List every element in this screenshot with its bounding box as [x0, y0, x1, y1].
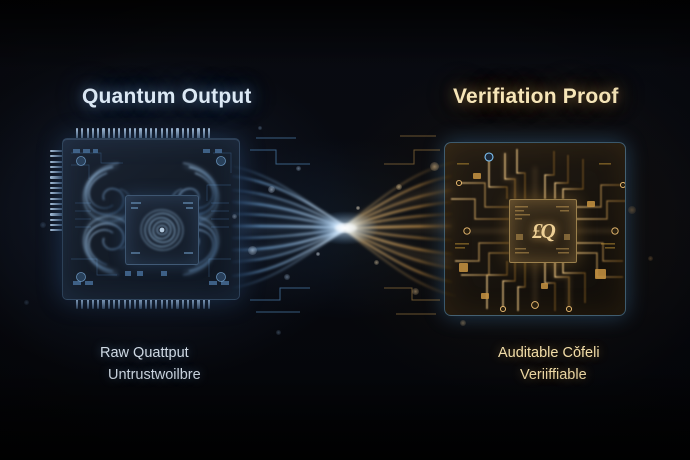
heading-quantum-output: Quantum Output [82, 85, 252, 108]
caption-left-line1: Raw Quattput [100, 345, 189, 361]
caption-right: Auditable Cǒfeli Veriiffiable [498, 342, 600, 386]
caption-right-line1: Auditable Cǒfeli [498, 345, 600, 361]
caption-right-line2: Veriiffiable [520, 367, 587, 383]
caption-left-line2: Untrustwoilbre [108, 367, 201, 383]
caption-left: Raw Quattput Untrustwoilbre [100, 342, 201, 386]
heading-verification-proof: Verifiation Proof [453, 85, 619, 108]
